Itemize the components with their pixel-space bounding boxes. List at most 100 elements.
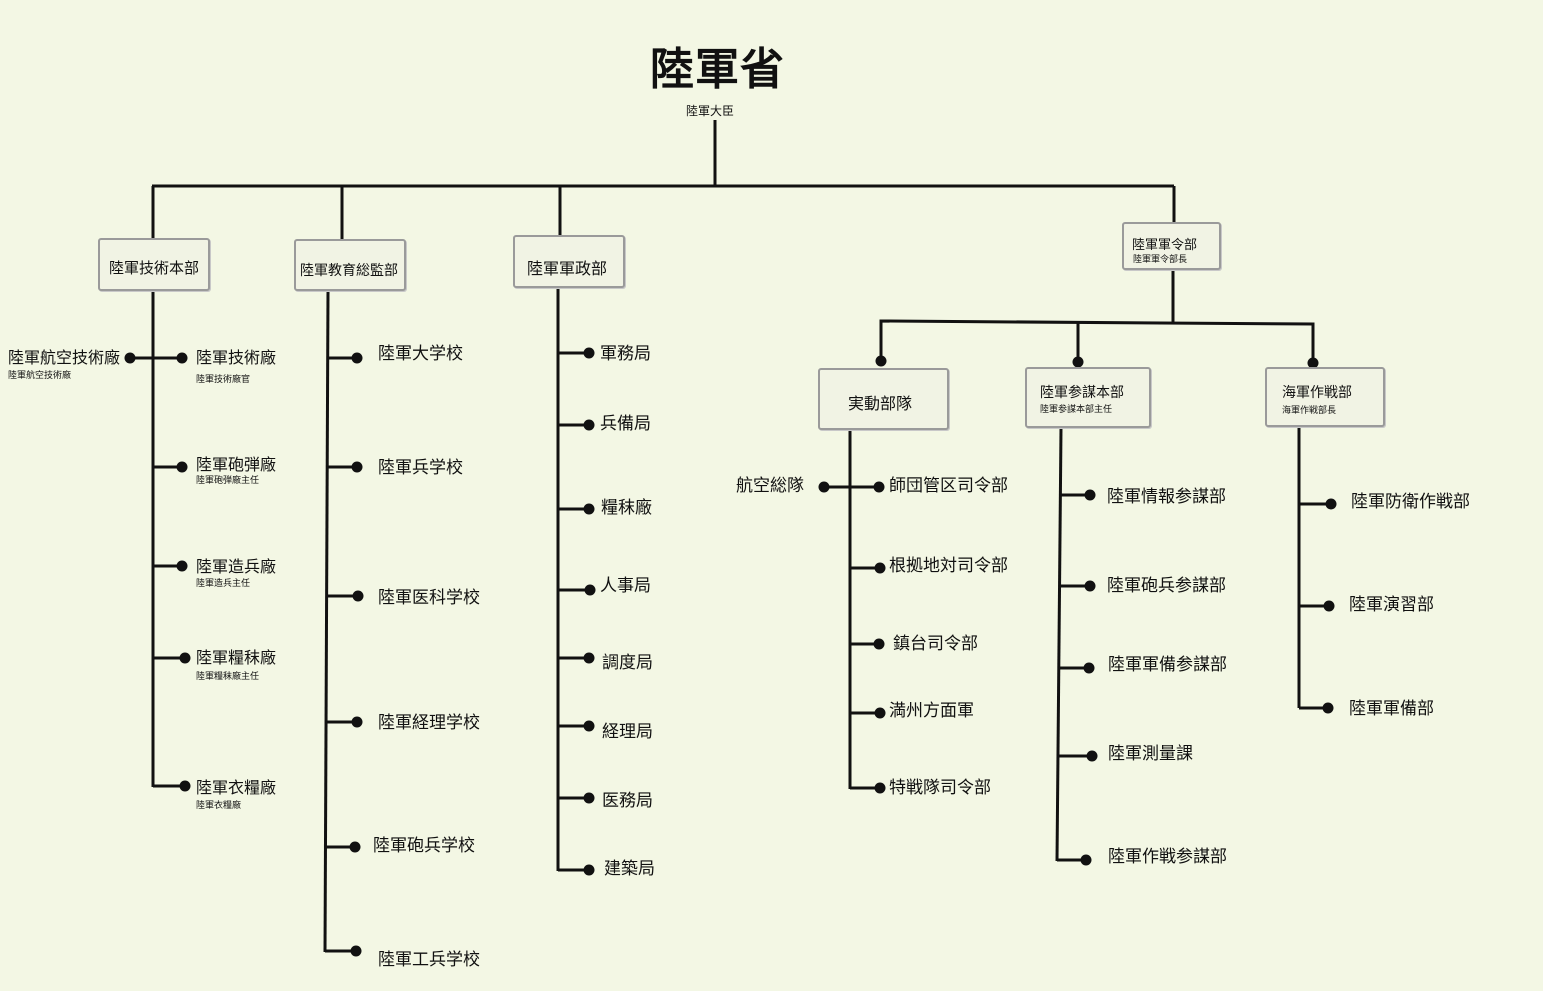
connector-dot xyxy=(873,638,885,650)
connector-dot xyxy=(176,352,188,364)
connector-dot xyxy=(1322,702,1334,714)
connector-dot xyxy=(351,716,363,728)
connector-dot xyxy=(352,590,364,602)
tech-item-label: 陸軍技術廠 xyxy=(196,348,277,367)
connector-dot xyxy=(875,355,887,367)
command-branch-line xyxy=(879,319,1315,363)
tech-item-label: 陸軍砲弾廠 xyxy=(196,455,277,474)
education-item: 陸軍兵学校 xyxy=(378,458,463,478)
naval-item: 陸軍演習部 xyxy=(1349,595,1434,615)
connector-dot xyxy=(818,481,830,493)
ministry-subtitle: 陸軍大臣 xyxy=(686,104,735,118)
admin-item: 建築局 xyxy=(604,859,655,879)
ministry-title: 陸軍省 xyxy=(650,44,785,95)
connector-dot xyxy=(350,945,362,957)
tech-hq-label: 陸軍技術本部 xyxy=(109,259,200,277)
admin-item: 医務局 xyxy=(602,791,653,811)
connector-dot xyxy=(583,419,595,431)
connector-dot xyxy=(1084,489,1096,501)
staff-item: 陸軍砲兵参謀部 xyxy=(1107,576,1226,596)
admin-item: 軍務局 xyxy=(600,344,651,364)
connector-dot xyxy=(1086,750,1098,762)
connector-dot xyxy=(874,782,886,794)
staff-vertical-line xyxy=(1055,427,1063,862)
admin-item: 調度局 xyxy=(602,653,653,673)
tech-item-sub: 陸軍技術廠官 xyxy=(196,375,251,385)
tech-item-sub: 陸軍造兵主任 xyxy=(196,579,251,589)
staff-item: 陸軍軍備参謀部 xyxy=(1108,655,1227,675)
field-aviation-label: 航空総隊 xyxy=(736,476,804,496)
field-item: 特戦隊司令部 xyxy=(889,778,991,798)
connector-dot xyxy=(583,652,595,664)
education-item: 陸軍砲兵学校 xyxy=(373,836,475,856)
connector-dot xyxy=(1072,356,1084,368)
tech-hq-box[interactable]: 陸軍技術本部 xyxy=(98,238,210,291)
connector-dot xyxy=(584,584,596,596)
field-item: 師団管区司令部 xyxy=(889,476,1008,496)
connector-dot xyxy=(874,707,886,719)
staff-hq-sub: 陸軍参謀本部主任 xyxy=(1040,405,1113,415)
connector-dot xyxy=(583,792,595,804)
connector-dot xyxy=(583,720,595,732)
field-forces-label: 実動部隊 xyxy=(848,394,913,413)
connector-dot xyxy=(124,352,136,364)
connector-dot xyxy=(583,503,595,515)
admin-label: 陸軍軍政部 xyxy=(527,259,608,278)
admin-box[interactable]: 陸軍軍政部 xyxy=(513,235,625,288)
tech-item-sub: 陸軍衣糧廠 xyxy=(196,801,242,811)
connector-dot xyxy=(874,562,886,574)
connector-dot xyxy=(1084,580,1096,592)
education-box[interactable]: 陸軍教育総監部 xyxy=(294,239,406,291)
tech-item-label: 陸軍造兵廠 xyxy=(196,557,277,576)
field-item: 鎮台司令部 xyxy=(893,634,978,654)
command-box[interactable]: 陸軍軍令部 陸軍軍令部長 xyxy=(1122,222,1221,270)
admin-item: 兵備局 xyxy=(600,414,651,434)
connector-dot xyxy=(351,461,363,473)
education-label: 陸軍教育総監部 xyxy=(300,263,398,279)
connector-dot xyxy=(1325,498,1337,510)
connector-dot xyxy=(583,347,595,359)
tech-aviation-sub: 陸軍航空技術廠 xyxy=(8,371,72,381)
connector-dot xyxy=(179,780,191,792)
connector-dot xyxy=(1083,662,1095,674)
connector-dot xyxy=(873,481,885,493)
tech-item-sub: 陸軍糧秣廠主任 xyxy=(196,672,260,682)
tech-item-label: 陸軍糧秣廠 xyxy=(196,648,277,667)
education-item: 陸軍工兵学校 xyxy=(378,950,480,970)
staff-item: 陸軍情報参謀部 xyxy=(1107,487,1226,507)
tech-aviation-label: 陸軍航空技術廠 xyxy=(8,348,121,367)
connector-dot xyxy=(1307,357,1319,369)
staff-item: 陸軍作戦参謀部 xyxy=(1108,847,1227,867)
admin-item: 経理局 xyxy=(602,722,653,742)
command-sub: 陸軍軍令部長 xyxy=(1133,255,1188,265)
connector-dot xyxy=(1323,600,1335,612)
naval-ops-box[interactable]: 海軍作戦部 海軍作戦部長 xyxy=(1265,367,1385,427)
naval-ops-label: 海軍作戦部 xyxy=(1282,385,1352,401)
field-item: 満州方面軍 xyxy=(889,701,974,721)
education-vertical-line xyxy=(323,290,330,953)
education-item: 陸軍医科学校 xyxy=(378,588,480,608)
staff-item: 陸軍測量課 xyxy=(1108,744,1193,764)
naval-item: 陸軍防衛作戦部 xyxy=(1351,492,1470,512)
admin-item: 糧秣廠 xyxy=(601,498,652,518)
connector-dot xyxy=(583,864,595,876)
connector-dot xyxy=(176,461,188,473)
connector-dot xyxy=(176,560,188,572)
education-item: 陸軍大学校 xyxy=(378,344,463,364)
staff-hq-box[interactable]: 陸軍参謀本部 陸軍参謀本部主任 xyxy=(1025,367,1151,428)
field-forces-box[interactable]: 実動部隊 xyxy=(818,368,949,430)
connector-dot xyxy=(349,841,361,853)
admin-item: 人事局 xyxy=(600,576,651,596)
staff-hq-label: 陸軍参謀本部 xyxy=(1040,385,1124,401)
connector-dot xyxy=(351,352,363,364)
education-item: 陸軍経理学校 xyxy=(378,713,480,733)
field-item: 根拠地対司令部 xyxy=(889,556,1008,576)
tech-item-sub: 陸軍砲弾廠主任 xyxy=(196,476,260,486)
tech-item-label: 陸軍衣糧廠 xyxy=(196,778,277,797)
naval-ops-sub: 海軍作戦部長 xyxy=(1282,406,1337,416)
connector-dot xyxy=(1080,854,1092,866)
naval-item: 陸軍軍備部 xyxy=(1349,699,1434,719)
command-label: 陸軍軍令部 xyxy=(1132,238,1198,253)
connector-dot xyxy=(179,652,191,664)
